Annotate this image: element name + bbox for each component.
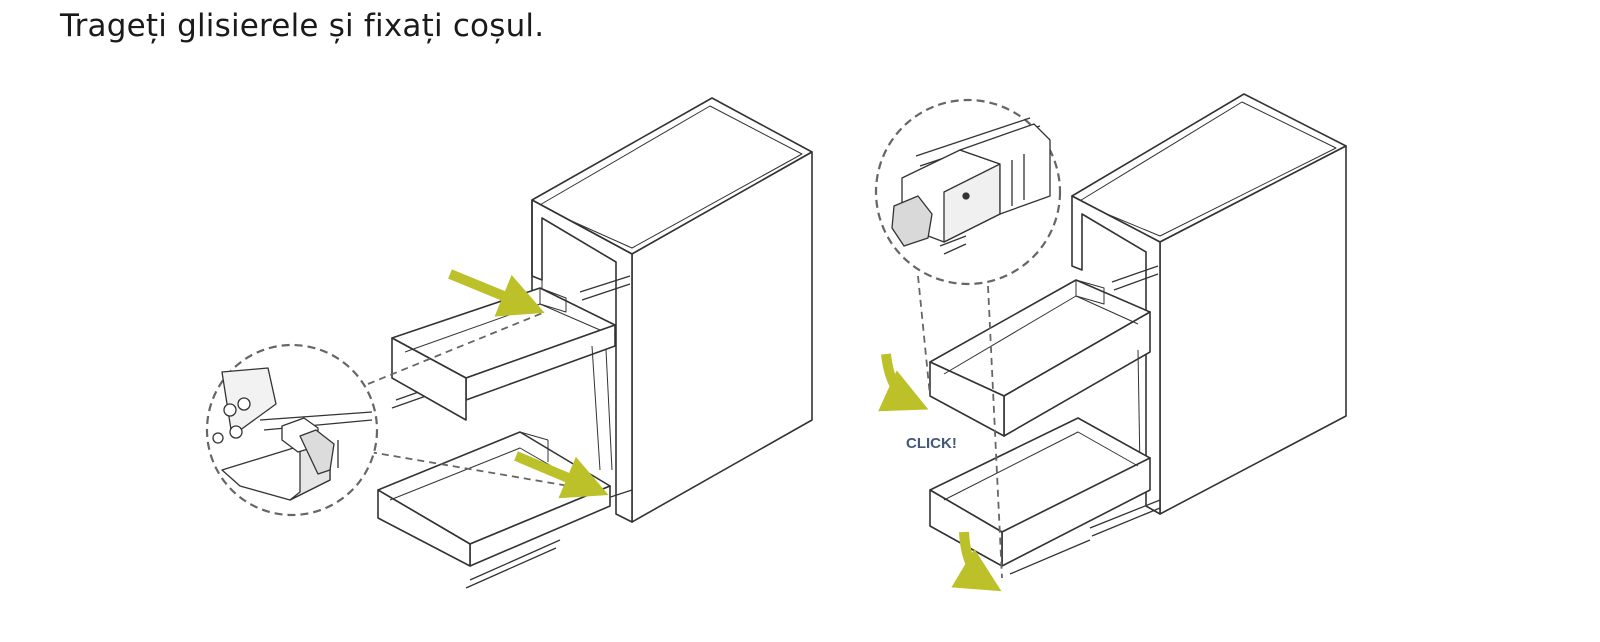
click-label: CLICK! bbox=[906, 435, 957, 452]
cabinet-left bbox=[531, 97, 813, 523]
rails-right bbox=[1009, 265, 1161, 575]
right-step-illustration: CLICK! bbox=[874, 93, 1347, 592]
left-step-illustration bbox=[205, 97, 813, 589]
push-arrows-left bbox=[448, 269, 609, 499]
cabinet-right bbox=[1071, 93, 1347, 515]
click-arrows-right bbox=[878, 353, 1002, 592]
detail-circle-left bbox=[205, 343, 379, 517]
instruction-title: Trageți glisierele și fixați coșul. bbox=[60, 8, 545, 44]
lower-basket-left bbox=[377, 431, 611, 567]
arrow-lower-right bbox=[951, 531, 1002, 592]
detail-circle-right bbox=[874, 98, 1062, 286]
arrow-upper-left bbox=[448, 269, 545, 317]
upper-basket-right bbox=[929, 279, 1151, 471]
lower-basket-right bbox=[929, 417, 1151, 567]
upper-basket-left bbox=[391, 287, 616, 471]
arrow-upper-right bbox=[878, 353, 929, 412]
arrow-lower-left bbox=[514, 451, 609, 499]
